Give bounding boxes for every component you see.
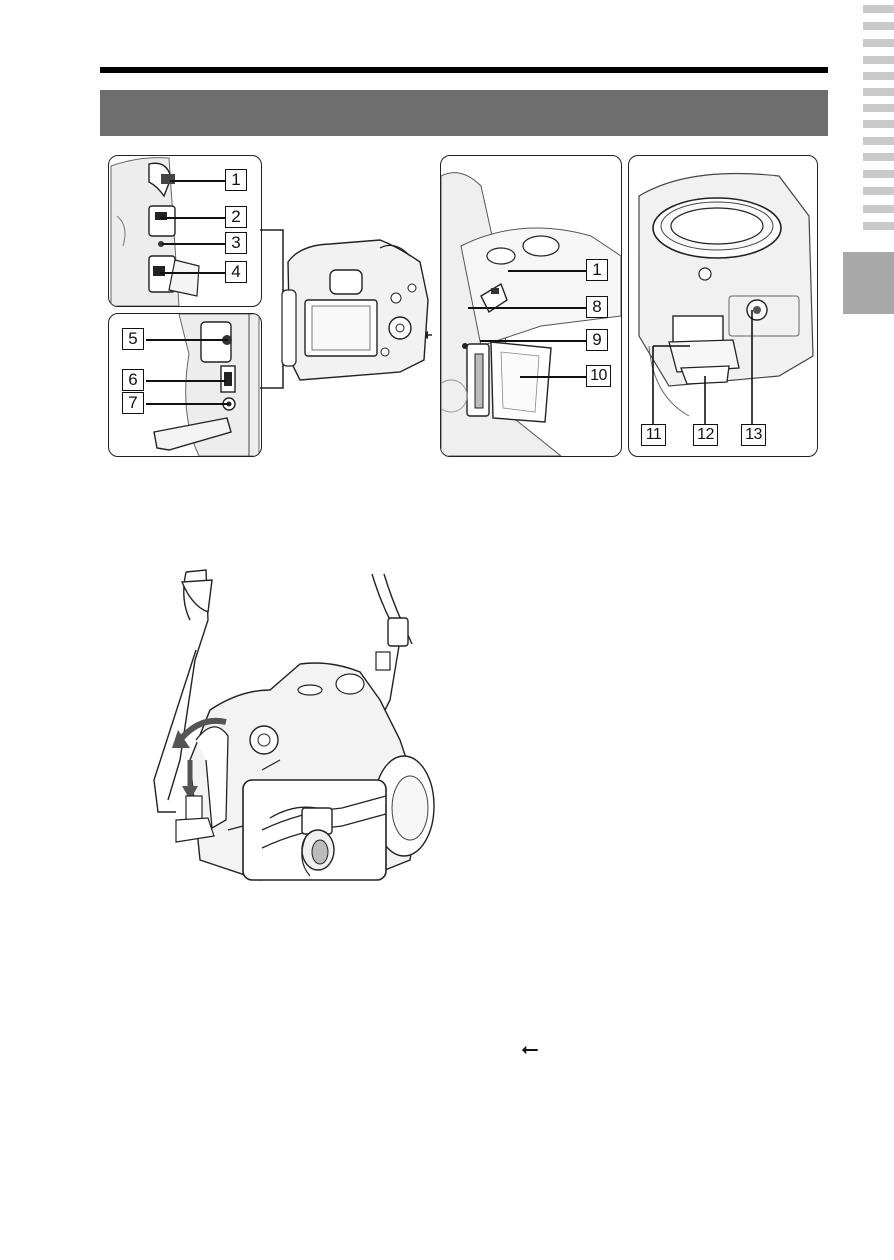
side-tab (863, 137, 894, 145)
side-tab (863, 88, 894, 96)
leader-line (468, 307, 586, 309)
callout-12: 12 (693, 424, 718, 446)
leader-line (508, 270, 586, 272)
header-rule (100, 67, 828, 73)
side-tab-active (843, 252, 894, 314)
side-tab (863, 120, 894, 128)
callout-9: 9 (586, 329, 608, 351)
callout-1: 1 (225, 169, 247, 191)
side-tab (863, 22, 894, 30)
callout-5: 5 (122, 328, 144, 350)
callout-11: 11 (641, 424, 666, 446)
callout-1-side: 1 (586, 259, 608, 281)
callout-8: 8 (586, 296, 608, 318)
bottom-view-detail (628, 155, 818, 457)
side-tab (863, 39, 894, 47)
side-tab (863, 222, 894, 230)
leader-line (520, 376, 586, 378)
leader-line (146, 339, 228, 341)
leader-line (480, 340, 586, 342)
side-tab (863, 56, 894, 64)
side-tab (863, 187, 894, 195)
leader-line (162, 243, 225, 245)
bottom-view-illustration (629, 156, 817, 456)
usb-icon: ⭠ (521, 1037, 539, 1062)
side-tab (863, 153, 894, 161)
callout-2: 2 (225, 206, 247, 228)
callout-6: 6 (122, 369, 144, 391)
leader-line (170, 180, 225, 182)
section-banner (100, 90, 828, 136)
side-tab (863, 170, 894, 178)
leader-line (146, 403, 228, 405)
callout-3: 3 (225, 232, 247, 254)
callout-7: 7 (122, 392, 144, 414)
side-tab (863, 72, 894, 80)
side-tab (863, 104, 894, 112)
side-tab (863, 5, 894, 13)
leader-line (160, 272, 225, 274)
leader-line (160, 217, 225, 219)
side-tab (863, 205, 894, 213)
leader-line (146, 380, 226, 382)
callout-13: 13 (741, 424, 766, 446)
callout-4: 4 (225, 261, 247, 283)
callout-10: 10 (586, 365, 611, 387)
